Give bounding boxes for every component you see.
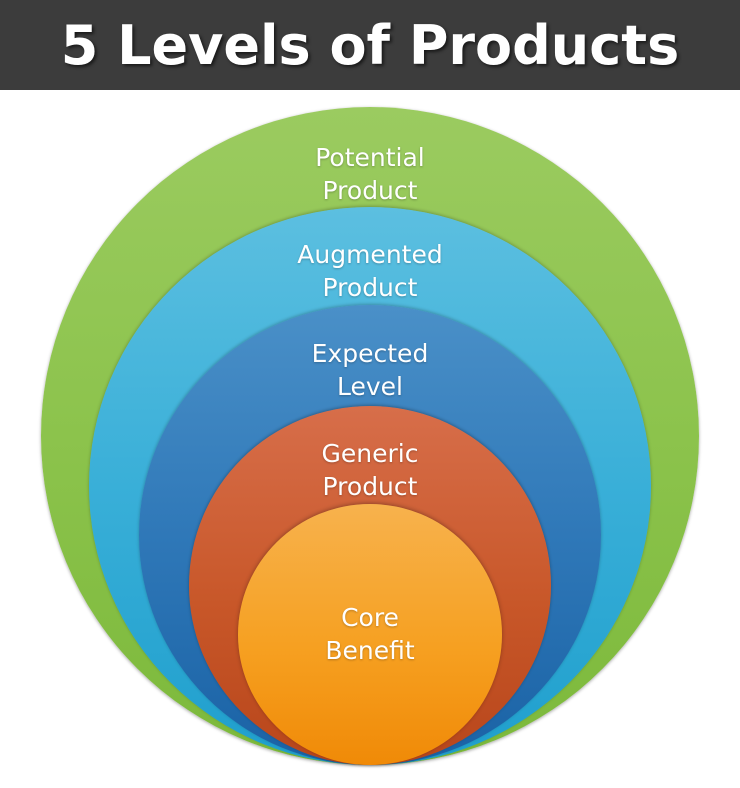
- label-line: Level: [337, 372, 403, 401]
- label-line: Expected: [311, 339, 429, 368]
- label-potential-product: Potential Product: [0, 141, 740, 207]
- page-title: 5 Levels of Products: [60, 13, 680, 77]
- label-line: Benefit: [325, 636, 415, 665]
- label-line: Product: [322, 273, 418, 302]
- ring-core-benefit: [238, 504, 502, 765]
- label-expected-level: Expected Level: [0, 337, 740, 403]
- label-line: Potential: [315, 143, 425, 172]
- label-line: Augmented: [297, 240, 443, 269]
- title-bar: 5 Levels of Products: [0, 0, 740, 90]
- label-core-benefit: Core Benefit: [0, 601, 740, 667]
- label-line: Core: [341, 603, 399, 632]
- label-generic-product: Generic Product: [0, 437, 740, 503]
- label-line: Product: [322, 176, 418, 205]
- label-augmented-product: Augmented Product: [0, 238, 740, 304]
- label-line: Generic: [321, 439, 419, 468]
- label-line: Product: [322, 472, 418, 501]
